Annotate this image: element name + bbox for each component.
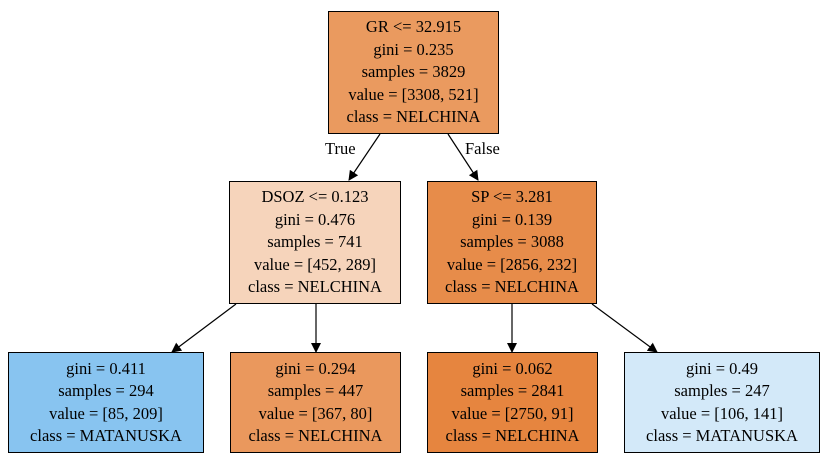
node-samples: samples = 741 (267, 232, 363, 252)
node-class: class = NELCHINA (248, 277, 382, 297)
node-class: class = NELCHINA (445, 426, 580, 445)
node-value: value = [452, 289] (253, 254, 377, 274)
node-gini: gini = 0.062 (472, 358, 553, 378)
left-internal-node: DSOZ <= 0.123 gini = 0.476 samples = 741… (229, 181, 401, 304)
node-gini: gini = 0.294 (275, 358, 356, 378)
false-edge-label: False (465, 139, 500, 158)
node-class: class = NELCHINA (445, 277, 579, 297)
node-samples: samples = 447 (267, 381, 364, 400)
node-gini: gini = 0.235 (373, 39, 454, 59)
true-edge-label: True (325, 139, 356, 158)
node-samples: samples = 3088 (460, 232, 564, 252)
root-node: GR <= 32.915 gini = 0.235 samples = 3829… (328, 11, 499, 134)
node-gini: gini = 0.476 (274, 209, 356, 229)
node-value: value = [106, 141] (660, 403, 784, 423)
node-class: class = MATANUSKA (30, 426, 182, 445)
leaf-node-1: gini = 0.411 samples = 294 value = [85, … (8, 352, 204, 453)
edge-root-to-right (447, 133, 479, 181)
node-gini: gini = 0.411 (66, 358, 146, 378)
leaf-node-2: gini = 0.294 samples = 447 value = [367,… (230, 352, 401, 453)
node-split-rule: GR <= 32.915 (365, 17, 462, 37)
node-samples: samples = 3829 (361, 62, 466, 82)
node-gini: gini = 0.139 (471, 209, 553, 229)
node-value: value = [367, 80] (258, 403, 373, 423)
leaf-node-4: gini = 0.49 samples = 247 value = [106, … (624, 352, 820, 453)
node-samples: samples = 247 (674, 381, 770, 400)
node-split-rule: DSOZ <= 0.123 (261, 187, 369, 207)
leaf-node-3: gini = 0.062 samples = 2841 value = [275… (427, 352, 598, 453)
edge-right-to-leaf4 (591, 303, 658, 353)
node-split-rule: SP <= 3.281 (471, 187, 553, 207)
right-internal-node: SP <= 3.281 gini = 0.139 samples = 3088 … (427, 181, 597, 304)
node-value: value = [85, 209] (49, 403, 163, 423)
node-class: class = MATANUSKA (646, 426, 798, 445)
node-gini: gini = 0.49 (685, 358, 759, 378)
edge-root-to-left (348, 133, 381, 181)
node-class: class = NELCHINA (248, 426, 383, 445)
node-value: value = [2856, 232] (446, 254, 578, 274)
node-samples: samples = 294 (58, 381, 154, 400)
node-value: value = [2750, 91] (451, 403, 574, 423)
node-value: value = [3308, 521] (348, 84, 479, 104)
edge-left-to-leaf1 (171, 303, 237, 353)
node-class: class = NELCHINA (346, 107, 481, 127)
node-samples: samples = 2841 (460, 381, 565, 400)
